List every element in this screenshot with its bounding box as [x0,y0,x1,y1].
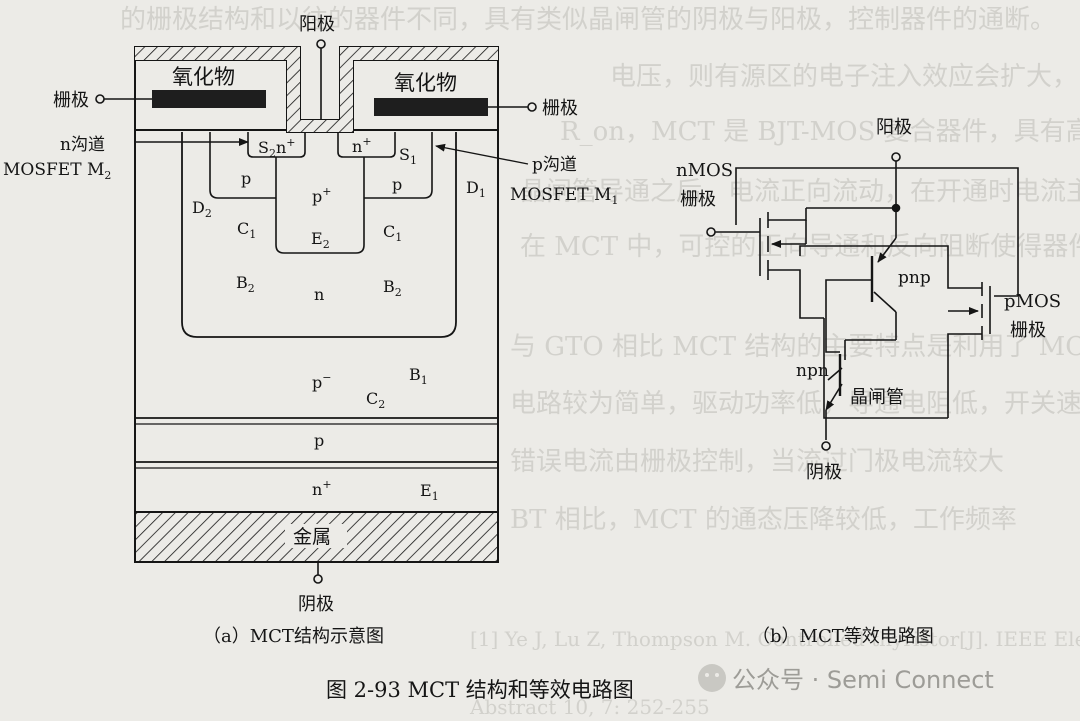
oxide-label-left: 氧化物 [172,65,235,89]
wechat-icon [698,664,726,692]
bg-line-10: [1] Ye J, Lu Z, Thompson M. Controlled t… [470,627,1080,651]
s1-nplus-well [337,132,396,158]
pnp-base-wire [825,279,872,353]
caption-a: （a）MCT结构示意图 [203,626,384,647]
e1-label: E1 [420,481,439,503]
pnp-collector [873,291,897,313]
bg-line-9: BT 相比，MCT 的通态压降较低，工作频率 [510,505,1017,535]
p-channel-label: p沟道 [532,155,577,175]
d1-label: D1 [466,178,486,200]
nmos-gate-terminal [706,227,716,237]
circuit-anode-terminal [891,152,901,162]
background-text: 的栅极结构和以往的器件不同，具有类似晶闸管的阴极与阳极，控制器件的通断。 电压，… [120,5,1080,719]
npn-emitter [825,383,843,411]
p-minus-label: p− [312,371,331,392]
pmos-label-1: pMOS [1004,291,1061,312]
c1-left-label: C1 [237,219,256,241]
thyristor-label: 晶闸管 [850,387,904,408]
figure-caption: 图 2-93 MCT 结构和等效电路图 [326,678,634,702]
p-well-right-label: p [392,175,402,194]
gate-label-right: 栅极 [542,98,578,119]
bg-line-3: R_on，MCT 是 BJT-MOS 复合器件，具有高输入阻抗、低导通压降，高开… [560,117,1080,147]
n-channel-mosfet-label: MOSFET M2 [3,160,111,182]
anode-label: 阳极 [299,14,335,35]
oxide-label-right: 氧化物 [394,71,457,95]
cathode-metal [134,511,499,563]
s1-nplus-label: n+ [352,135,372,156]
p-well-left-label: p [241,169,251,188]
s2-label: S2n+ [258,136,296,160]
gate-terminal-right [527,102,537,112]
anode-metal-hatch [135,47,498,132]
c1-right-label: C1 [383,222,402,244]
pmos-label-2: 栅极 [1010,320,1046,341]
bg-line-1: 的栅极结构和以往的器件不同，具有类似晶闸管的阴极与阳极，控制器件的通断。 [120,5,1056,35]
b2-right-label: B2 [383,277,402,299]
p-well-left [209,132,276,199]
nmos-label-1: nMOS [676,160,733,181]
watermark: 公众号 · Semi Connect [698,664,994,694]
anode-terminal [316,39,326,49]
cathode-label: 阴极 [298,594,334,615]
p-channel-arrow [435,143,529,165]
thyristor-loop [823,318,948,419]
metal-label: 金属 [293,526,331,548]
bg-line-2: 电压，则有源区的电子注入效应会扩大，电路电流在短时间内迅速增加，导通的电流密度大… [610,62,1080,92]
p-base-region [181,132,457,338]
d2-label: D2 [192,198,212,220]
nmos-drain [768,208,807,221]
mct-structure: 氧化物 氧化物 栅极 栅极 阳极 S2n+ n+ S1 p p p+ E2 D2… [3,14,618,647]
circuit-anode-label: 阳极 [876,117,912,138]
pmos-source-wire [947,333,982,418]
circuit-cathode-terminal [821,441,831,451]
pnp-emitter-arrow [877,237,897,263]
e2-label: E2 [311,229,330,251]
pplus-region [275,157,365,254]
p-layer-label: p [314,431,324,450]
gate-terminal-left [95,94,105,104]
npn-label: npn [796,361,829,381]
nmos-label-2: 栅极 [680,189,716,210]
watermark-text: 公众号 · Semi Connect [732,666,994,694]
equivalent-circuit [706,152,1019,451]
p-well-right [364,132,433,199]
p-channel-mosfet-label: MOSFET M1 [510,185,618,207]
bg-line-8: 错误电流由栅极控制，当流过门极电流较大 [510,447,1004,477]
metal-label-bg [285,524,347,548]
nmos-to-npn-wire [799,282,824,319]
bg-line-6: 与 GTO 相比 MCT 结构的主要特点是利用了 MOSFET 的开关能力 [510,332,1080,362]
gate-electrode-left [152,90,266,108]
circuit-cathode-label: 阴极 [806,462,842,483]
bg-line-7: 电路较为简单，驱动功率低，导通电阻低，开关速度快 [510,389,1080,419]
gate-label-left: 栅极 [53,90,89,111]
nmos-source [768,269,801,282]
gate-tie-rail [735,167,1019,296]
n-channel-label: n沟道 [60,135,105,155]
cathode-terminal [313,574,323,584]
s1-label: S1 [399,145,417,167]
pplus-label: p+ [312,185,331,206]
pmos-drain-wire [799,245,982,289]
n-region-label: n [314,285,324,304]
c2-label: C2 [366,389,385,411]
caption-b: （b）MCT等效电路图 [752,626,934,647]
nplus-layer-label: n+ [312,478,332,499]
b2-left-label: B2 [236,273,255,295]
npn-collector [827,367,843,381]
circuit-labels: 阳极 nMOS 栅极 pMOS 栅极 pnp npn 晶闸管 阴极 （b）MCT… [676,117,1061,647]
bg-line-4: 晶闸管导通之后，电流正向流动，在开通时电流主要流过 MCT 栅极区域 [520,177,1080,207]
pnp-label: pnp [898,268,931,288]
b1-label: B1 [409,365,428,387]
gate-electrode-right [374,98,488,116]
bg-line-11: Abstract 10, 7: 252-255 [469,695,710,719]
